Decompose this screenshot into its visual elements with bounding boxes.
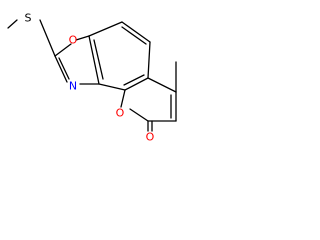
- atom-o-ring: O: [116, 107, 125, 120]
- atom-n: N: [69, 80, 77, 93]
- atom-o-carbonyl: O: [146, 131, 155, 144]
- bond-c3a-c7a-double: [93, 39, 104, 80]
- molecule-structure: S O N O O: [7, 12, 177, 144]
- bond-c4-c3a: [98, 83, 126, 91]
- bond-c7-c6-double: [121, 26, 147, 45]
- bond-c5-c4-double: [123, 74, 145, 86]
- bond-c2-o1: [54, 43, 72, 57]
- bond-o-c4: [120, 89, 126, 108]
- atom-s: S: [25, 12, 32, 25]
- bonds: [7, 19, 177, 132]
- bond-c2-n3-double: [58, 57, 70, 80]
- bond-c2-n3: [54, 55, 68, 83]
- atom-labels: S O N O O: [25, 12, 155, 144]
- bond-s-c2: [39, 19, 56, 57]
- bond-c7-c6: [121, 21, 151, 43]
- bond-c6-c5: [147, 41, 151, 79]
- bond-c2prime-o: [129, 108, 149, 122]
- bond-c5-c4prime: [147, 77, 177, 93]
- bond-c5-c4: [124, 77, 149, 91]
- bond-methyl-s: [7, 19, 18, 29]
- atom-o-oxazole: O: [69, 34, 78, 47]
- bond-c3a-c7a: [88, 35, 100, 85]
- bond-o1-c7a: [75, 35, 90, 41]
- bond-c7a-c7: [88, 21, 123, 37]
